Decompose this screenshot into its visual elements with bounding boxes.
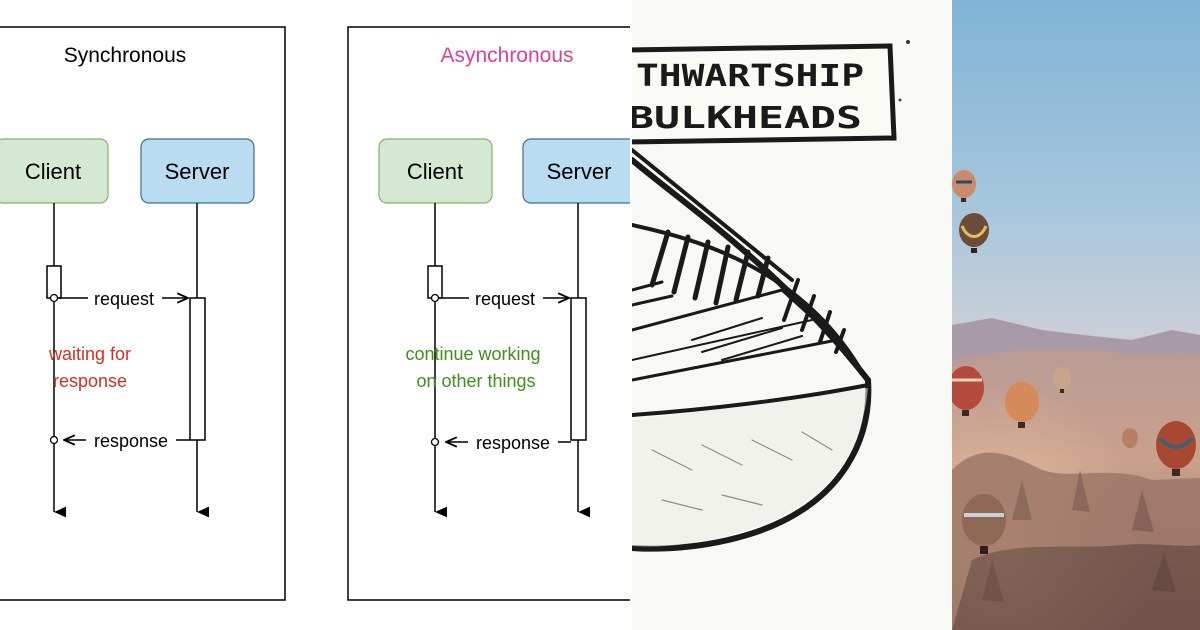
server-activation [570, 297, 587, 441]
synchronous-diagram: Synchronous Client Server request waitin… [0, 0, 300, 630]
continue-note-line-1: continue working [405, 344, 540, 364]
rock-formations [952, 452, 1200, 630]
bulkhead-sign: THWARTSHIP BULKHEADS [632, 43, 897, 145]
sign-line-1: THWARTSHIP [636, 59, 864, 94]
client-box: Client [0, 138, 109, 204]
boat-hull-drawing [632, 148, 872, 552]
client-activation [427, 265, 443, 299]
balloon-4 [1005, 382, 1039, 428]
server-activation [189, 297, 206, 441]
request-label: request [475, 289, 535, 309]
request-label: request [94, 289, 154, 309]
client-box: Client [378, 138, 493, 204]
sign-line-2: BULKHEADS [632, 101, 862, 136]
waiting-note-line-2: response [53, 371, 127, 391]
server-box: Server [140, 138, 255, 204]
synchronous-title: Synchronous [64, 44, 187, 67]
continue-note-line-2: on other things [416, 371, 535, 391]
response-label: response [94, 431, 168, 451]
boat-bulkhead-sketch: THWARTSHIP BULKHEADS [632, 0, 952, 630]
balloon-7 [962, 494, 1006, 554]
server-label: Server [547, 159, 612, 184]
balloon-8 [1122, 428, 1138, 448]
balloon-1 [952, 170, 976, 202]
response-label: response [476, 433, 550, 453]
server-box: Server [522, 138, 630, 204]
balloon-3 [952, 366, 984, 416]
client-label: Client [407, 159, 463, 184]
asynchronous-title: Asynchronous [440, 44, 573, 67]
balloon-6 [1156, 421, 1196, 476]
waiting-note-line-1: waiting for [48, 344, 131, 364]
asynchronous-frame [347, 26, 630, 601]
server-label: Server [165, 159, 230, 184]
hot-air-balloons-photo [952, 0, 1200, 630]
balloon-2 [959, 213, 989, 253]
client-activation [46, 265, 62, 299]
asynchronous-diagram: Asynchronous Client Server request conti… [300, 0, 630, 630]
balloon-5 [1053, 367, 1071, 393]
synchronous-frame [0, 26, 286, 601]
client-label: Client [25, 159, 81, 184]
